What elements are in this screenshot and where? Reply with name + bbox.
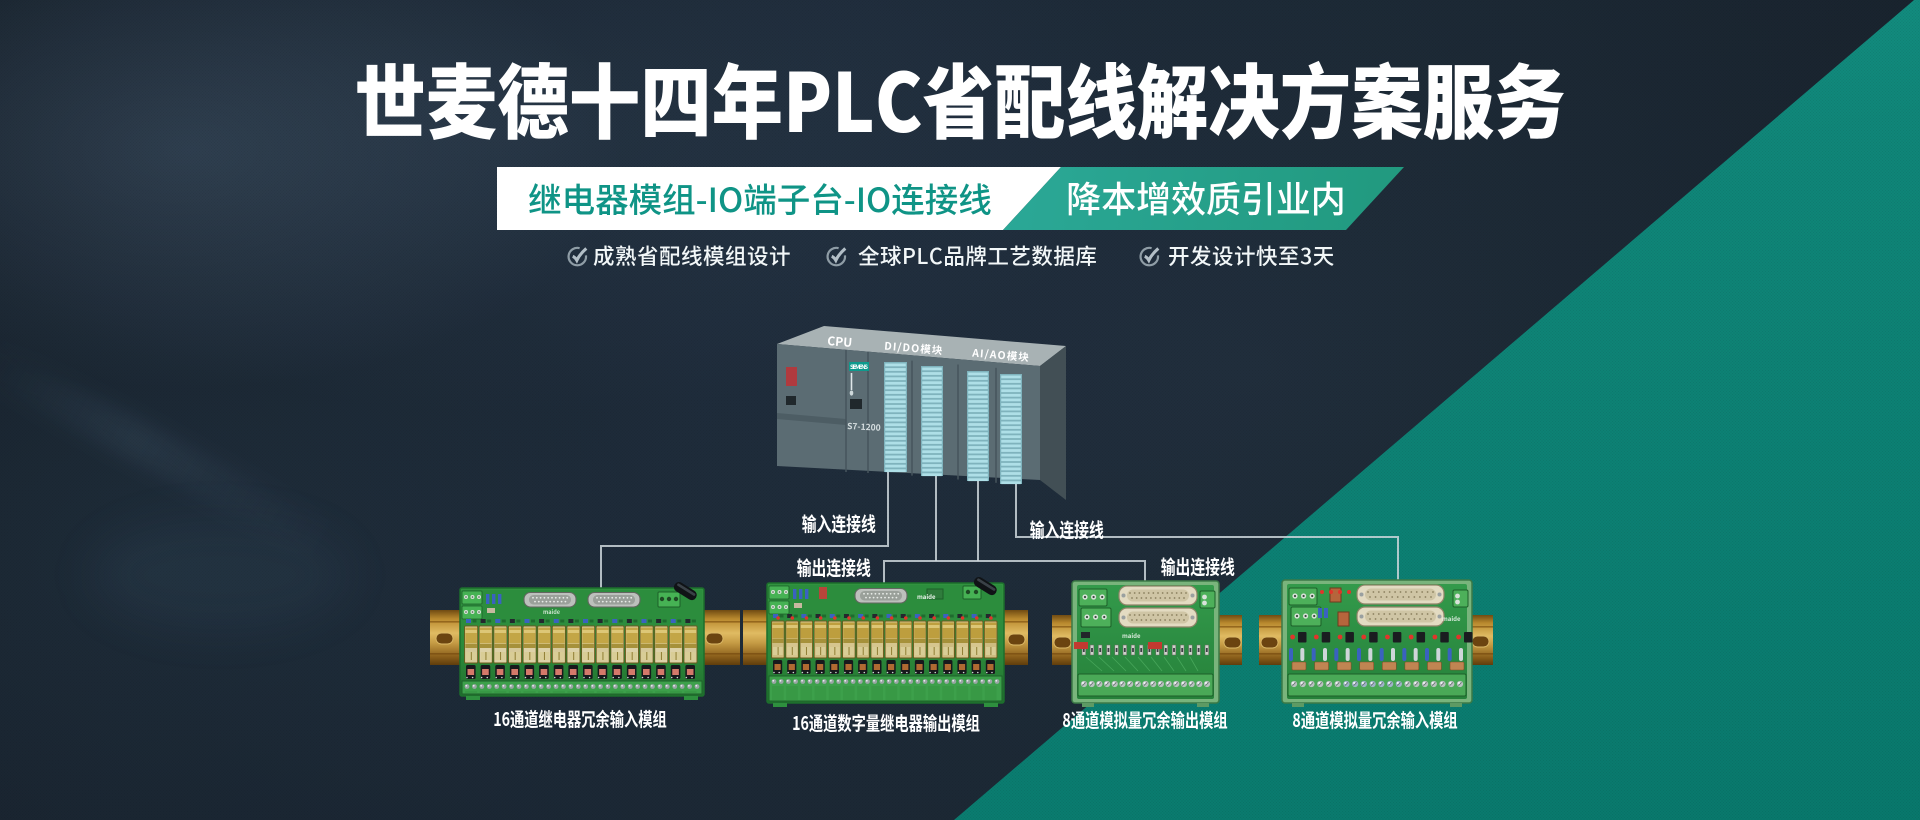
svg-text:maide: maide: [1442, 614, 1461, 623]
svg-text:S7-1200: S7-1200: [847, 420, 881, 434]
svg-text:maide: maide: [543, 608, 560, 616]
svg-text:maide: maide: [917, 592, 936, 601]
svg-text:SIEMENS: SIEMENS: [850, 362, 868, 371]
svg-text:DI/DO模块: DI/DO模块: [884, 339, 944, 359]
svg-text:maide: maide: [1122, 631, 1141, 640]
svg-text:AI/AO模块: AI/AO模块: [971, 345, 1031, 365]
svg-text:CPU: CPU: [827, 332, 853, 351]
